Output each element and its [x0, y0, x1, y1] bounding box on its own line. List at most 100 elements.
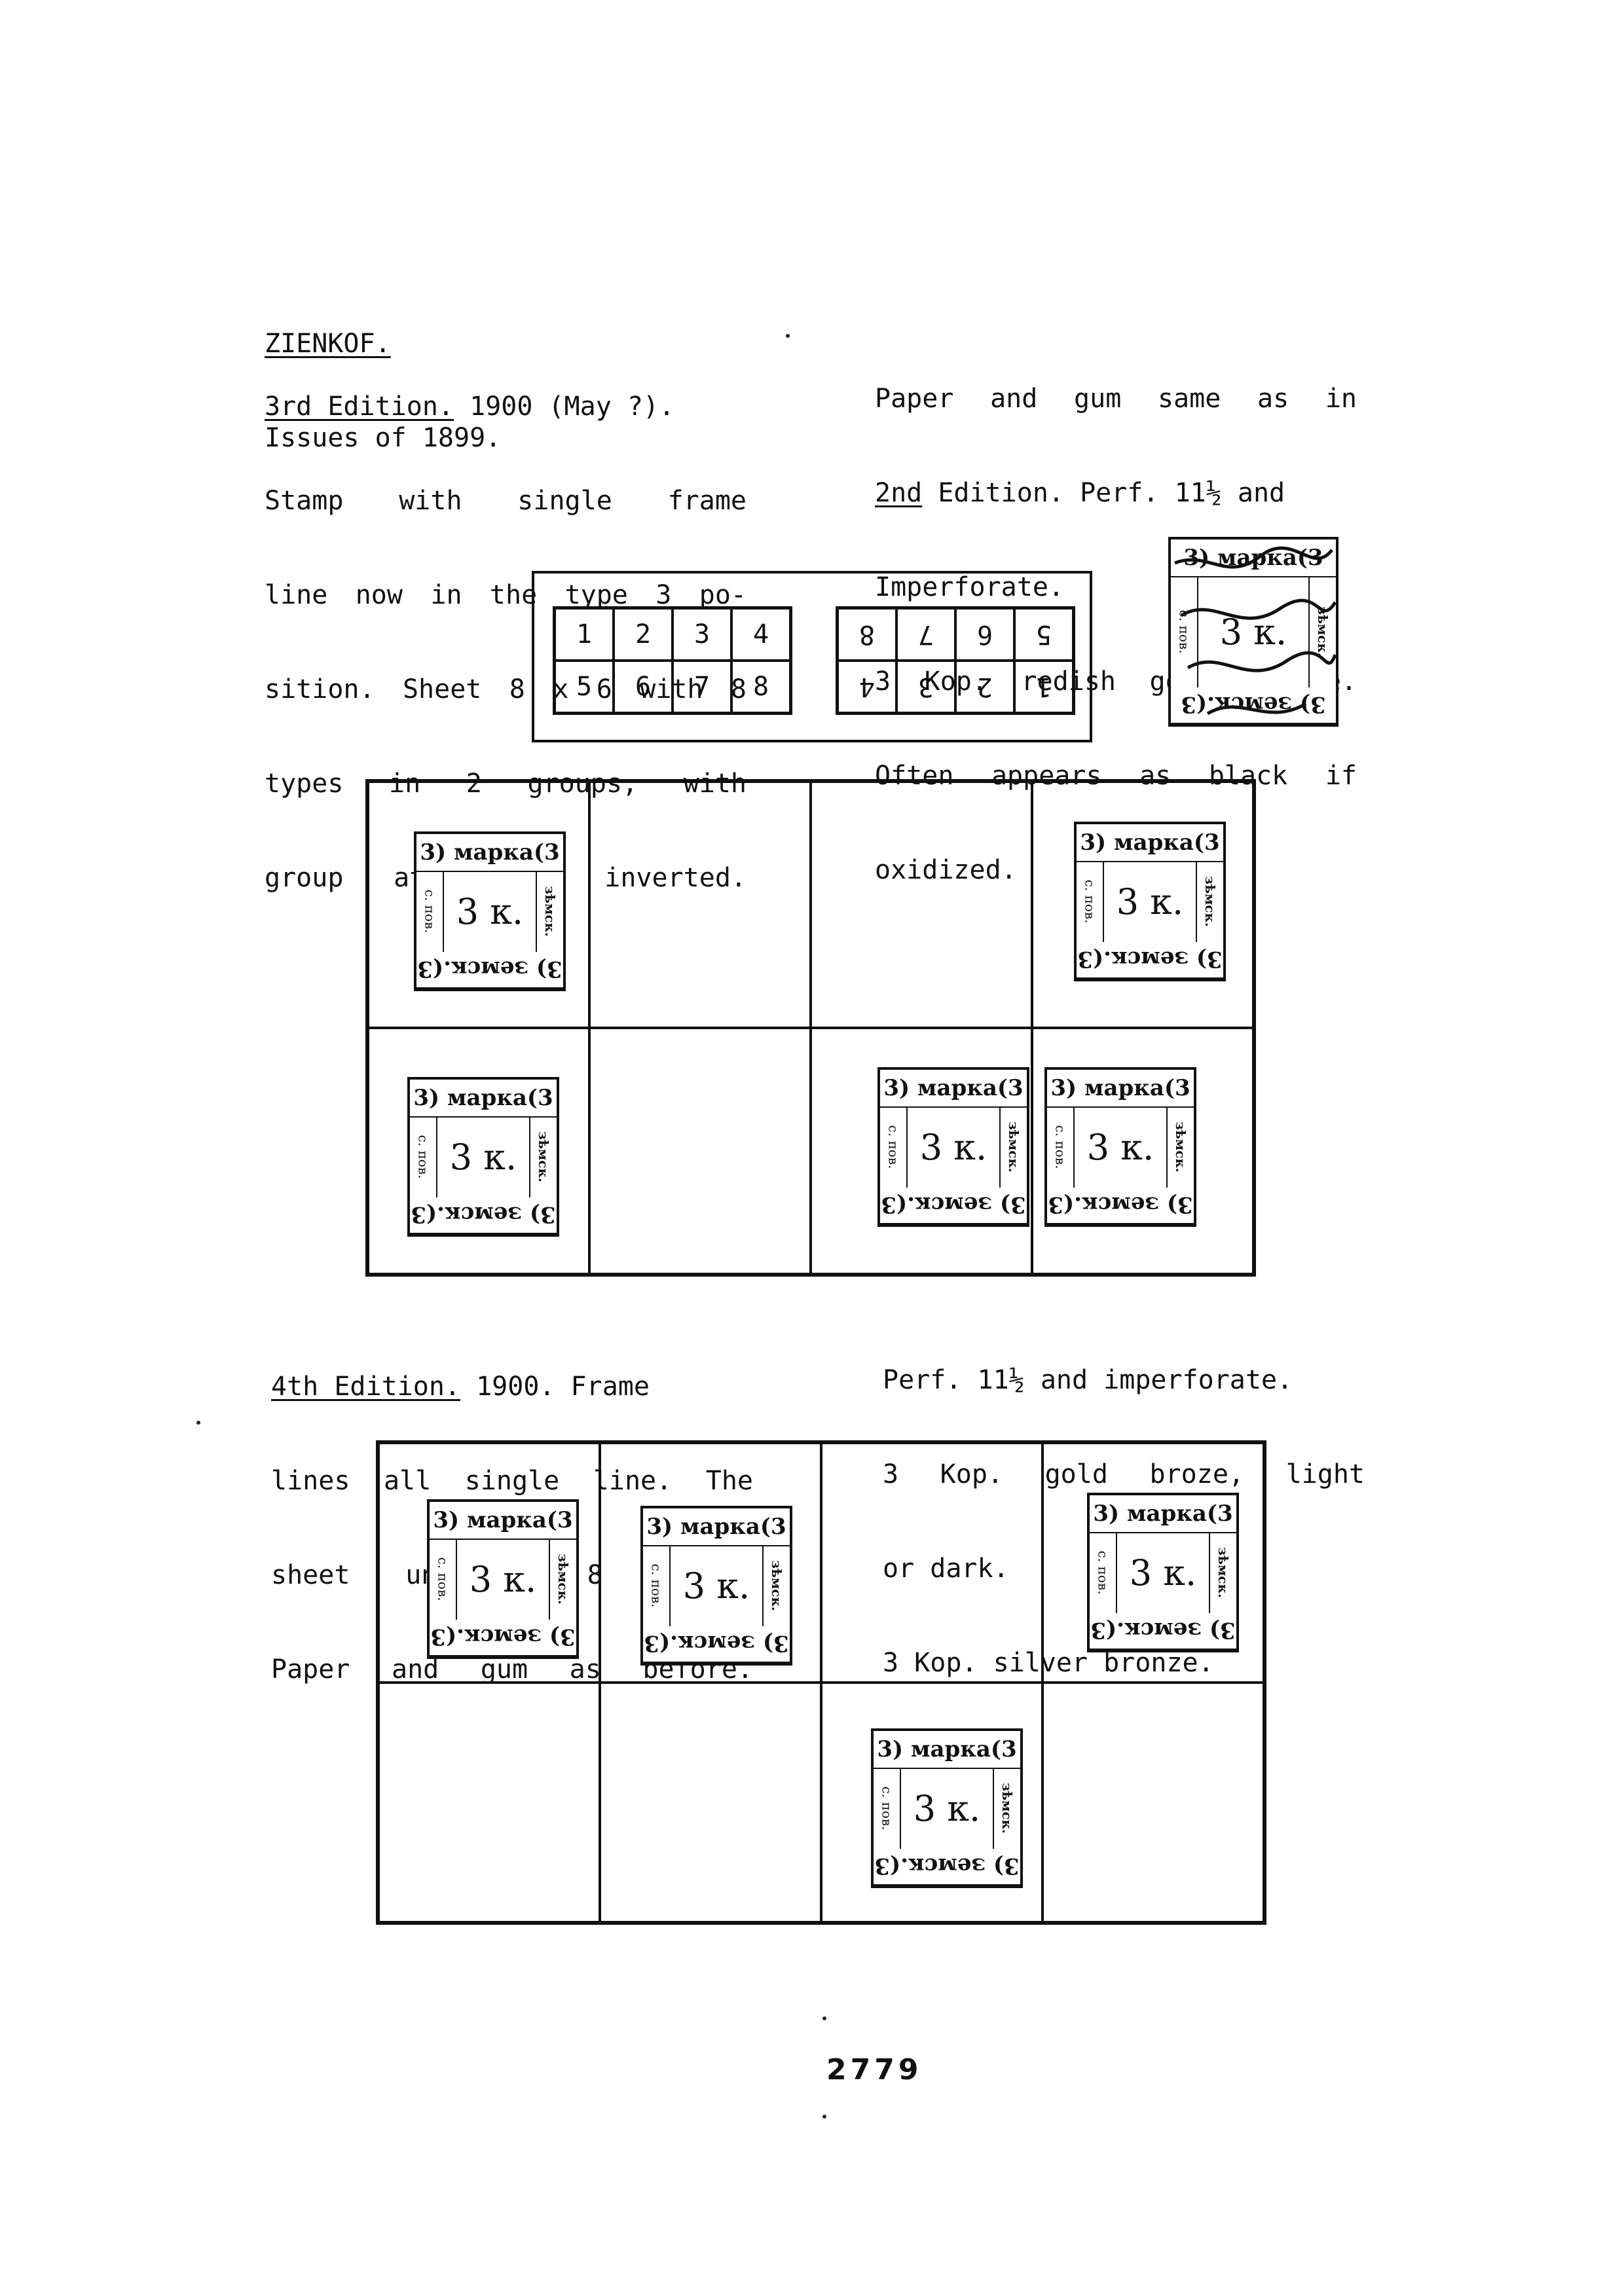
stamp-type-5: 3) марка(3 с. пов. 3 к. зѣмск. 3) земск.… — [407, 1077, 559, 1237]
stamp-right-label: зѣмск. — [1215, 1547, 1232, 1598]
edition4-line: lines all single line. The — [271, 1466, 753, 1496]
stamp-bottom-label: 3) земск.(3 — [410, 1196, 557, 1234]
type-cell: 6 — [614, 661, 673, 713]
page-number: 2779 — [826, 2053, 923, 2086]
type-cell: 4 — [731, 608, 790, 661]
stamp-value: 3 к. — [682, 1565, 750, 1607]
stamp-right-label: зѣмск. — [769, 1560, 785, 1611]
type-cell: 6 — [955, 608, 1014, 661]
stamp-right-label: зѣмск. — [542, 886, 559, 937]
edition4-note: or dark. — [883, 1554, 1009, 1584]
plate-cell — [821, 1443, 1043, 1683]
edition3-line: types in 2 groups, with — [265, 769, 747, 799]
stamp-top-label: 3) марка(3 — [1090, 1495, 1236, 1533]
stamp-type-8: 3) марка(3 с. пов. 3 к. зѣмск. 3) земск.… — [1044, 1067, 1196, 1227]
type-cell: 7 — [673, 661, 731, 713]
stamp-type-7: 3) марка(3 с. пов. 3 к. зѣмск. 3) земск.… — [877, 1067, 1029, 1227]
stamp-left-label: с. пов. — [435, 1557, 451, 1601]
plate-cell — [811, 782, 1032, 1028]
type-cell: 5 — [1014, 608, 1073, 661]
stamp-top-label: 3) марка(3 — [874, 1731, 1020, 1769]
page-heading: ZIENKOF. Issues of 1899. — [265, 265, 501, 485]
plate-cell — [1032, 782, 1253, 1028]
type-group-right-inverted: 1 2 3 4 5 6 7 8 — [836, 606, 1075, 715]
type-cell: 4 — [838, 661, 896, 713]
type-cell: 8 — [838, 608, 896, 661]
subtitle: Issues of 1899. — [265, 423, 502, 453]
stamp-right-label: зѣмск. — [1173, 1121, 1189, 1173]
plate-cell — [589, 782, 811, 1028]
edition3-heading: 3rd Edition. — [265, 392, 454, 422]
plate-cell — [821, 1683, 1043, 1922]
edition3-heading-rest: 1900 (May ?). — [453, 392, 675, 422]
edition4-note: Perf. 11½ and imperforate. — [883, 1365, 1293, 1395]
stamp-right-label: зѣмск. — [1202, 876, 1219, 927]
cancellation-mark-icon — [1174, 546, 1337, 716]
type-cell: 7 — [896, 608, 955, 661]
type-cell: 3 — [673, 608, 731, 661]
stamp-left-label: с. пов. — [879, 1786, 895, 1831]
edition3-notes: Paper and gum same as in 2nd Edition. Pe… — [875, 320, 1357, 917]
stamp-left-label: с. пов. — [422, 889, 437, 934]
stamp-top-label: 3) марка(3 — [643, 1508, 790, 1546]
stamp-value: 3 к. — [1116, 881, 1184, 922]
stamp-top-label: 3) марка(3 — [1077, 824, 1223, 862]
stamp-type-4: 3) марка(3 с. пов. 3 к. зѣмск. 3) земск.… — [1074, 822, 1226, 981]
stamp-left-label: с. пов. — [1052, 1125, 1068, 1169]
type-cell: 3 — [896, 661, 955, 713]
stamp-bottom-label: 3) земск.(3 — [1077, 941, 1223, 979]
edition3-line: Stamp with single frame — [265, 486, 747, 516]
edition4-note: 3 Kop. gold broze, light — [883, 1459, 1365, 1489]
stamp-value: 3 к. — [469, 1558, 537, 1600]
stamp-type-1: 3) марка(3 с. пов. 3 к. зѣмск. 3) земск.… — [414, 831, 566, 991]
stamp-left-label: с. пов. — [1082, 879, 1098, 924]
cancelled-stamp-image: 3) марка(3 с. пов. 3 к. зѣмск. 3) земск.… — [1168, 537, 1338, 727]
stamp-left-label: с. пов. — [1095, 1550, 1111, 1595]
edition4-notes: Perf. 11½ and imperforate. 3 Kop. gold b… — [883, 1302, 1365, 1710]
plate-cell — [600, 1683, 821, 1922]
stamp-top-label: 3) марка(3 — [880, 1070, 1027, 1108]
title: ZIENKOF. — [265, 329, 391, 359]
edition3-note: Edition. Perf. 11½ and — [922, 478, 1285, 508]
stamp-top-label: 3) марка(3 — [1171, 539, 1336, 577]
stamp-bottom-label: 3) земск.(3 — [416, 951, 563, 989]
plate-cell — [811, 1028, 1032, 1274]
stamp-right-label: зѣмск. — [999, 1783, 1016, 1834]
type-cell: 2 — [955, 661, 1014, 713]
plate-cell — [600, 1443, 821, 1683]
edition4-heading: 4th Edition. — [271, 1372, 460, 1402]
edition4-plate-grid — [376, 1440, 1266, 1925]
stamp-value: 3 к. — [1086, 1126, 1154, 1168]
edition4-line: Paper and gum as before. — [271, 1654, 753, 1685]
plate-cell — [1043, 1683, 1264, 1922]
type-cell: 1 — [1014, 661, 1073, 713]
stamp-left-label: с. пов. — [648, 1563, 664, 1608]
stamp-top-label: 3) марка(3 — [416, 834, 563, 872]
stamp-4th-edition: 3) марка(3 с. пов. 3 к. зѣмск. 3) земск.… — [871, 1728, 1023, 1888]
stamp-bottom-label: 3) земск.(3 — [880, 1186, 1027, 1224]
edition3-note: Imperforate. — [875, 572, 1064, 602]
edition3-note-ordinal: 2nd — [875, 478, 923, 508]
edition3-plate-grid — [365, 779, 1256, 1277]
edition3-line: line now in the type 3 po- — [265, 580, 747, 610]
stamp-bottom-label: 3) земск.(3 — [643, 1625, 790, 1663]
stamp-top-label: 3) марка(3 — [1047, 1070, 1194, 1108]
stamp-bottom-label: 3) земск.(3 — [874, 1848, 1020, 1886]
type-cell: 5 — [555, 661, 614, 713]
edition4-note: 3 Kop. silver bronze. — [883, 1648, 1214, 1678]
stamp-value: 3 к. — [1129, 1552, 1197, 1594]
stamp-4th-edition: 3) марка(3 с. пов. 3 к. зѣмск. 3) земск.… — [1087, 1493, 1239, 1652]
stamp-value: 3 к. — [449, 1136, 517, 1178]
plate-cell — [589, 1028, 811, 1274]
plate-cell — [378, 1683, 600, 1922]
plate-cell — [1043, 1443, 1264, 1683]
stamp-left-label: с. пов. — [885, 1125, 901, 1169]
stamp-right-label: зѣмск. — [536, 1131, 552, 1182]
stamp-bottom-label: 3) земск.(3 — [430, 1618, 576, 1656]
edition4-description: 4th Edition. 1900. Frame lines all singl… — [271, 1308, 753, 1717]
type-cell: 2 — [614, 608, 673, 661]
stamp-top-label: 3) марка(3 — [430, 1502, 576, 1540]
stamp-right-label: зѣмск. — [1006, 1121, 1022, 1173]
stamp-top-label: 3) марка(3 — [410, 1080, 557, 1118]
stamp-value: 3 к. — [913, 1787, 981, 1829]
